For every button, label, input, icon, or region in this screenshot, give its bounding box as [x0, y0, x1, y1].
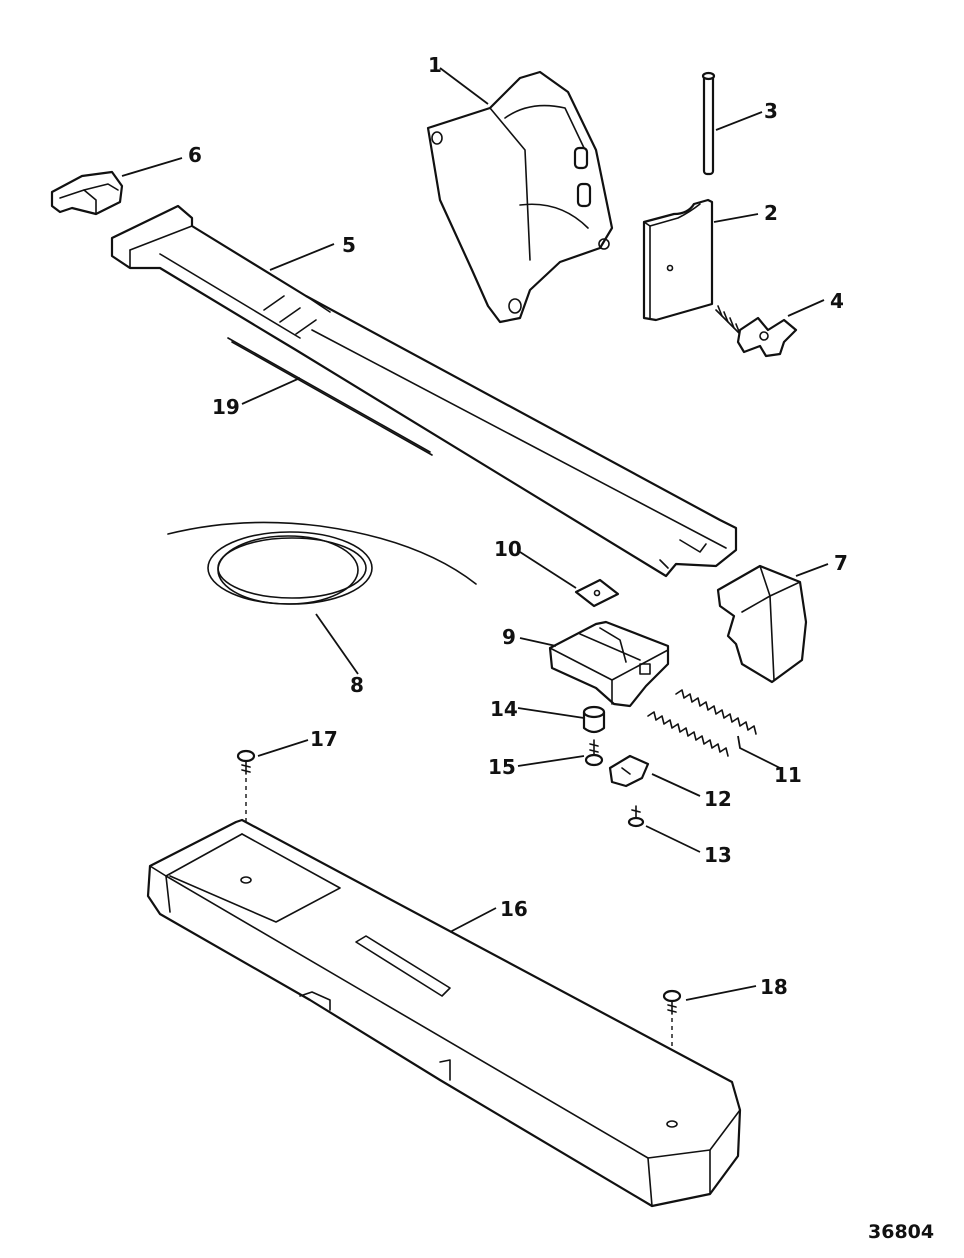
- figure-number: 36804: [868, 1221, 934, 1243]
- callout-6: 6: [188, 143, 202, 167]
- callout-5: 5: [342, 233, 356, 257]
- part-10-washer: [574, 578, 620, 608]
- callout-11: 11: [774, 763, 802, 787]
- callout-16: 16: [500, 897, 528, 921]
- callout-4: 4: [830, 289, 844, 313]
- part-14-spacer: [582, 705, 606, 734]
- callout-14: 14: [490, 697, 518, 721]
- part-5-shaft: [110, 204, 738, 578]
- callout-2: 2: [764, 201, 778, 225]
- part-13-screw: [627, 805, 645, 828]
- callout-8: 8: [350, 673, 364, 697]
- part-1-mounting-bracket: [426, 70, 614, 324]
- leader-lines: [121, 67, 829, 1001]
- callout-18: 18: [760, 975, 788, 999]
- callout-3: 3: [764, 99, 778, 123]
- part-9-slider-block: [548, 620, 670, 708]
- callout-9: 9: [502, 625, 516, 649]
- part-4-knob-screw: [715, 305, 798, 358]
- callout-1: 1: [428, 53, 442, 77]
- callout-17: 17: [310, 727, 338, 751]
- callout-10: 10: [494, 537, 522, 561]
- callout-labels: 1 3 2 4 6 5 19 10 7 9 8 14 17 15 11 12 1…: [188, 53, 848, 999]
- part-16-base-plate: [146, 818, 742, 1208]
- callout-13: 13: [704, 843, 732, 867]
- callout-19: 19: [212, 395, 240, 419]
- part-12-clip: [608, 754, 650, 788]
- part-15-screw: [584, 739, 604, 767]
- part-3-pin: [701, 71, 716, 176]
- part-6-end-cap: [50, 170, 124, 216]
- callout-12: 12: [704, 787, 732, 811]
- part-8-coiled-cable: [167, 521, 477, 605]
- part-7-end-cap-right: [716, 564, 808, 684]
- callout-7: 7: [834, 551, 848, 575]
- part-19-rod: [227, 337, 433, 456]
- part-11-springs: [647, 689, 757, 757]
- callout-15: 15: [488, 755, 516, 779]
- part-2-clamp-pad: [642, 198, 714, 322]
